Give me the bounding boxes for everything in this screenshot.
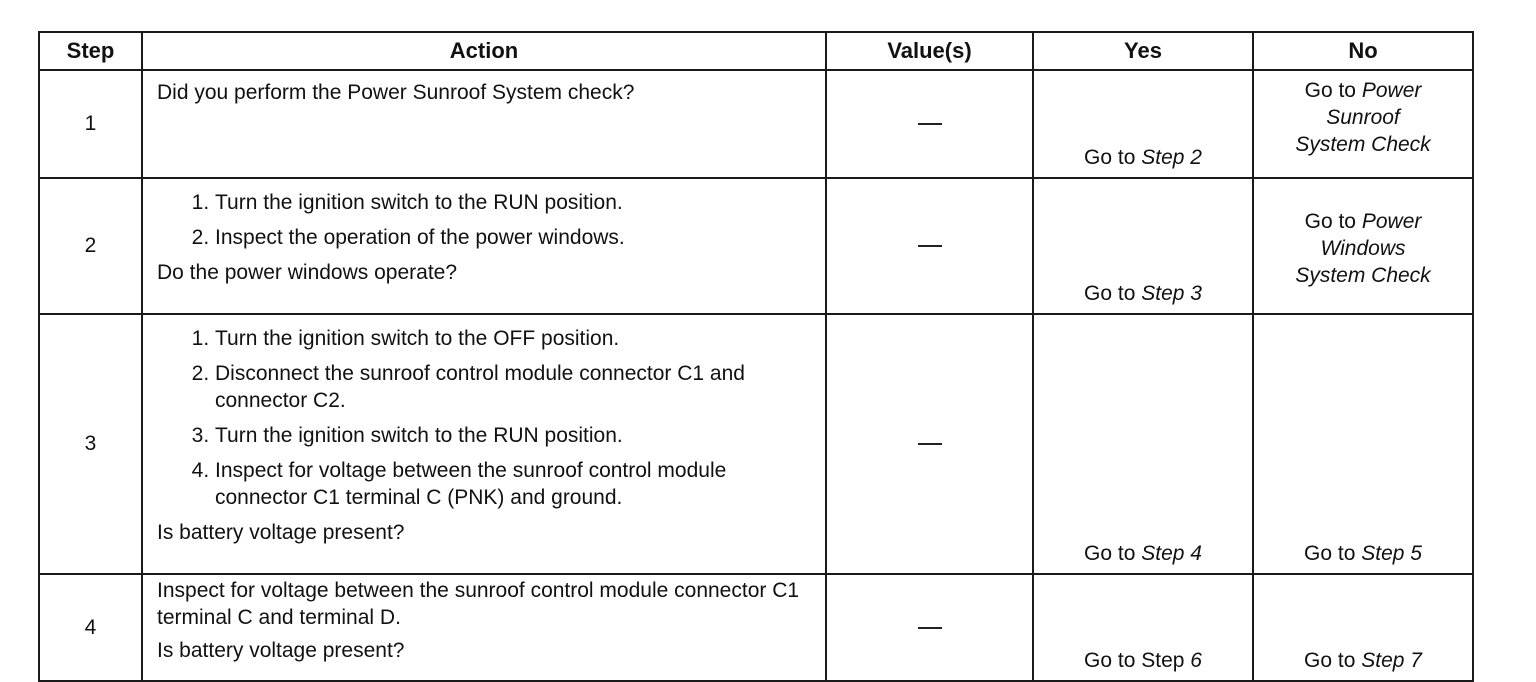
step-number: 4 [38,573,143,682]
table-row: 1 Did you perform the Power Sunroof Syst… [38,69,1474,179]
action-step: Turn the ignition switch to the RUN posi… [215,422,815,449]
action-steps: Turn the ignition switch to the OFF posi… [157,325,815,511]
action-text: Inspect for voltage between the sunroof … [157,579,800,629]
value-cell: — [825,313,1034,575]
value-cell: — [825,69,1034,179]
diagnostic-table: Step Action Value(s) Yes No 1 Did you pe… [38,31,1474,682]
action-question: Is battery voltage present? [157,521,405,544]
yes-cell: Go to Step 2 [1032,69,1254,179]
step-number: 2 [38,177,143,315]
value-cell: — [825,177,1034,315]
value-cell: — [825,573,1034,682]
yes-cell: Go to Step 4 [1032,313,1254,575]
em-dash [917,626,942,629]
action-step: Turn the ignition switch to the OFF posi… [215,325,815,352]
table-row: 3 Turn the ignition switch to the OFF po… [38,313,1474,575]
action-step: Disconnect the sunroof control module co… [215,360,815,414]
header-row: Step Action Value(s) Yes No [38,31,1474,71]
header-step: Step [38,31,143,71]
action-cell: Did you perform the Power Sunroof System… [141,69,827,179]
step-number: 1 [38,69,143,179]
action-cell: Inspect for voltage between the sunroof … [141,573,827,682]
no-link[interactable]: Go to Power Sunroof System Check [1295,79,1431,156]
no-cell: Go to Step 5 [1252,313,1474,575]
yes-link[interactable]: Go to Step 2 [1084,146,1202,169]
header-values: Value(s) [825,31,1034,71]
action-cell: Turn the ignition switch to the OFF posi… [141,313,827,575]
yes-link[interactable]: Go to Step 6 [1084,649,1202,672]
yes-link[interactable]: Go to Step 3 [1084,282,1202,305]
no-cell: Go to Power Windows System Check [1252,177,1474,315]
no-link[interactable]: Go to Power Windows System Check [1295,209,1431,287]
header-yes: Yes [1032,31,1254,71]
action-question: Is battery voltage present? [157,639,405,662]
action-text: Did you perform the Power Sunroof System… [157,81,635,104]
yes-link[interactable]: Go to Step 4 [1084,542,1202,565]
no-link[interactable]: Go to Step 5 [1304,542,1422,565]
no-link[interactable]: Go to Step 7 [1304,649,1422,672]
header-action: Action [141,31,827,71]
step-number: 3 [38,313,143,575]
em-dash [917,123,942,126]
action-step: Inspect for voltage between the sunroof … [215,457,815,511]
action-step: Turn the ignition switch to the RUN posi… [215,189,815,216]
table-row: 4 Inspect for voltage between the sunroo… [38,573,1474,682]
action-cell: Turn the ignition switch to the RUN posi… [141,177,827,315]
yes-cell: Go to Step 3 [1032,177,1254,315]
header-no: No [1252,31,1474,71]
no-cell: Go to Power Sunroof System Check [1252,69,1474,179]
action-step: Inspect the operation of the power windo… [215,224,815,251]
no-cell: Go to Step 7 [1252,573,1474,682]
action-question: Do the power windows operate? [157,261,458,284]
em-dash [917,443,942,446]
table-row: 2 Turn the ignition switch to the RUN po… [38,177,1474,315]
action-steps: Turn the ignition switch to the RUN posi… [157,189,815,251]
yes-cell: Go to Step 6 [1032,573,1254,682]
em-dash [917,245,942,248]
